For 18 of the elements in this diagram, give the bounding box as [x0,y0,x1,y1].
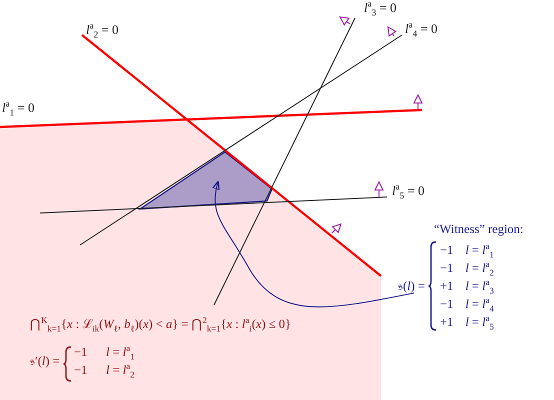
case-value: +1 [440,314,454,330]
case-value: +1 [440,278,454,294]
curved-arrow [212,180,414,308]
case-value: −1 [440,242,454,258]
line-equation: l$^{a}$$_{2}$ = 0 [86,23,119,38]
line-equation: l$^{a}$$_{4}$ = 0 [405,22,438,36]
formula: 𝔰(l) = [398,278,425,294]
formula: −1 [74,364,88,378]
line-equation: l$^{a}$$_{5}$ = 0 [392,184,425,198]
formula: ⋂$^{K}$$_{k=1}${x : ℒ$_{ik}$(W$_{ℓ}$, b$_{ℓ}$)(x) < a} = ⋂$^{2}$$_{k=1}${x : l$^{a}$$_{i}$(x) ≤ 0} [30,318,291,332]
witness-region [138,151,273,210]
formula: −1 [74,346,88,360]
region-heading: “Witness” region: [434,222,524,237]
line-equation: l$^{a}$$_{1}$ = 0 [2,101,35,116]
case-value: −1 [440,260,454,276]
formula: 𝔰′(l) = [30,355,60,369]
case-value: −1 [440,296,454,312]
line-equation: l$^{a}$$_{3}$ = 0 [364,1,397,16]
